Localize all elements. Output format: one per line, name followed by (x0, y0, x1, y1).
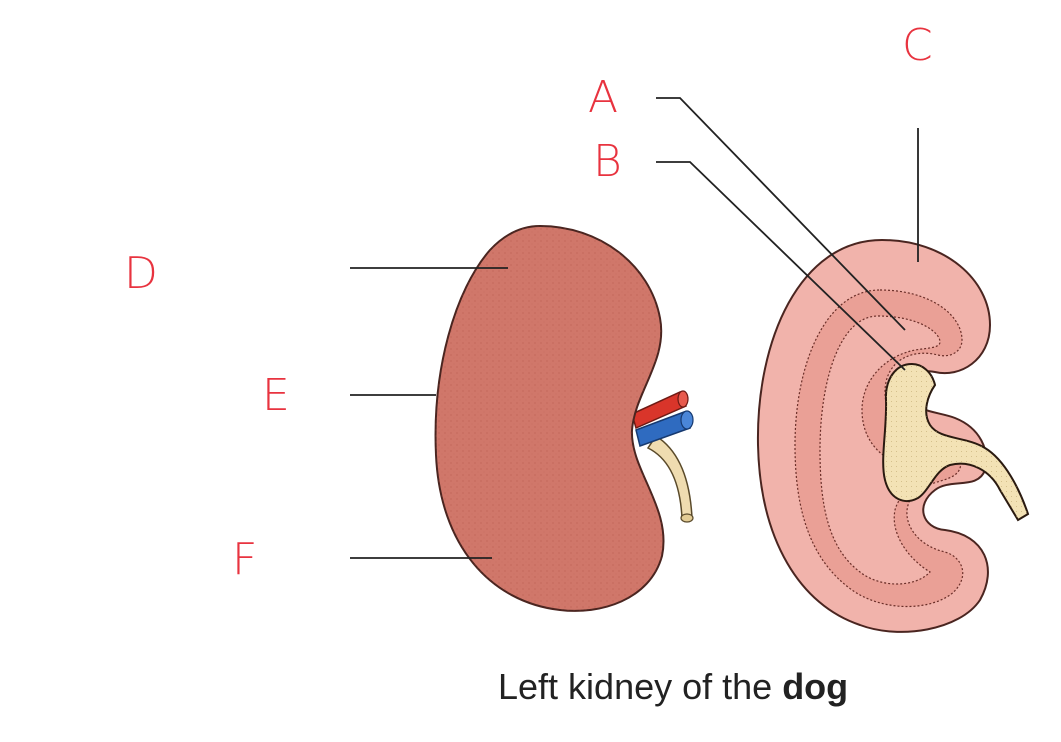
label-c: C (902, 20, 933, 71)
label-e: E (262, 370, 290, 421)
label-a: A (588, 72, 619, 123)
caption-species: dog (782, 666, 849, 707)
figure-caption: Left kidney of the dog (498, 666, 848, 708)
leader-lines (350, 97, 919, 559)
caption-text: Left kidney of the (498, 666, 783, 707)
label-b: B (593, 136, 622, 187)
exterior-kidney (434, 224, 694, 612)
leader-line-a (656, 97, 906, 331)
label-f: F (232, 534, 258, 585)
leader-line-b (656, 161, 906, 371)
label-d: D (124, 248, 158, 299)
sectioned-kidney (756, 238, 1030, 633)
